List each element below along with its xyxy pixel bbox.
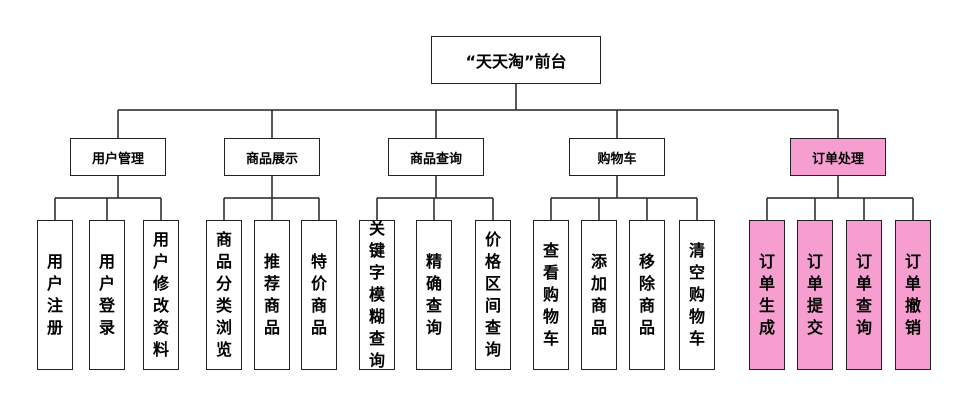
module-2-leaf-3-node: 特价商品 — [301, 220, 337, 370]
module-1-leaf-3-node: 用户修改资料 — [143, 220, 179, 370]
module-4-node: 购物车 — [569, 138, 665, 176]
module-4-leaf-4-node: 清空购物车 — [679, 220, 715, 370]
module-3-node: 商品查询 — [388, 138, 484, 176]
module-1-leaf-2-node: 用户登录 — [89, 220, 125, 370]
module-2-leaf-1-node: 商品分类浏览 — [206, 220, 242, 370]
module-5-leaf-4-node: 订单撤销 — [895, 220, 931, 370]
module-3-leaf-3-node: 价格区间查询 — [475, 220, 511, 370]
module-1-node: 用户管理 — [70, 138, 166, 176]
module-3-leaf-1-node: 关键字模糊查询 — [359, 219, 395, 370]
module-1-leaf-1-node: 用户注册 — [37, 220, 73, 370]
module-2-leaf-2-node: 推荐商品 — [254, 220, 290, 370]
module-5-leaf-3-node: 订单查询 — [846, 220, 882, 370]
module-5-leaf-1-node: 订单生成 — [749, 220, 785, 370]
module-3-leaf-2-node: 精确查询 — [416, 220, 452, 370]
root-node: “天天淘”前台 — [431, 36, 601, 84]
module-4-leaf-3-node: 移除商品 — [629, 220, 665, 370]
module-2-node: 商品展示 — [224, 138, 320, 176]
module-5-node: 订单处理 — [790, 138, 886, 176]
module-4-leaf-2-node: 添加商品 — [581, 220, 617, 370]
module-5-leaf-2-node: 订单提交 — [797, 220, 833, 370]
module-4-leaf-1-node: 查看购物车 — [533, 220, 569, 370]
